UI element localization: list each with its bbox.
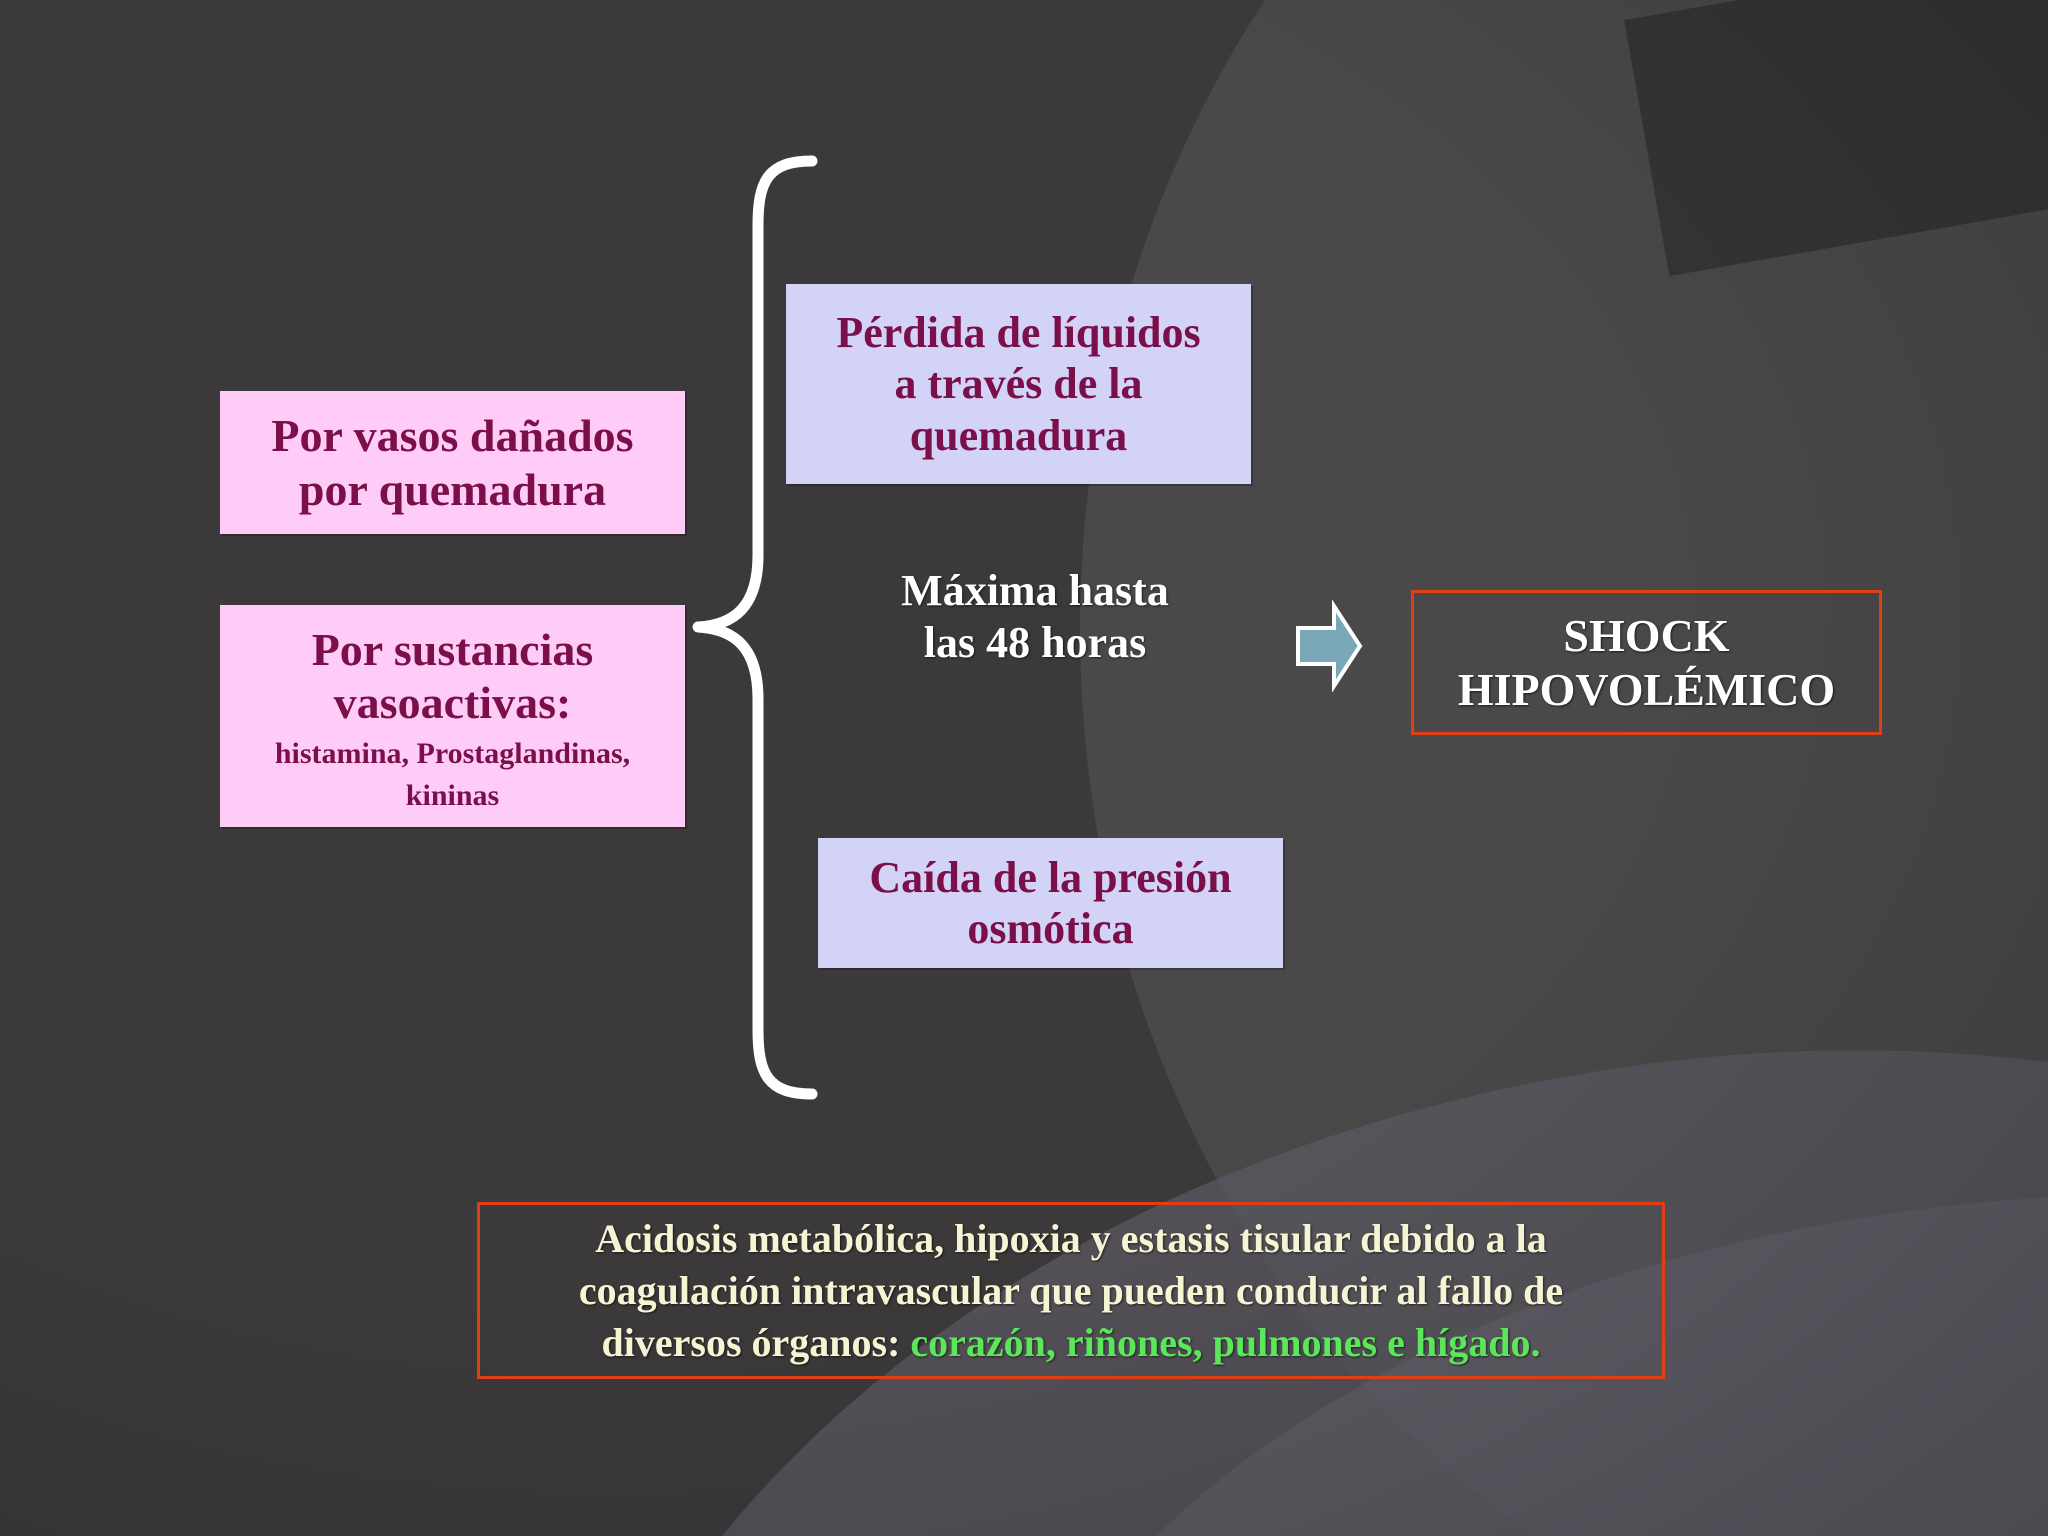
- cause-box-vasos-danados[interactable]: Por vasos dañados por quemadura: [220, 391, 685, 534]
- consequence-line3-prefix: diversos órganos:: [601, 1319, 911, 1365]
- mechanism-perdida-line2: a través de la: [894, 359, 1143, 409]
- mechanism-perdida-line1: Pérdida de líquidos: [836, 308, 1201, 358]
- background-swoosh-top: [1624, 0, 2048, 277]
- cause-vasos-line1: Por vasos dañados: [271, 410, 634, 462]
- timing-line2: las 48 horas: [923, 617, 1147, 667]
- mechanism-perdida-line3: quemadura: [909, 410, 1128, 460]
- mechanism-caida-line2: osmótica: [967, 904, 1134, 953]
- right-arrow-icon: [1296, 600, 1363, 692]
- outcome-line2: HIPOVOLÉMICO: [1457, 663, 1836, 715]
- cause-box-sustancias-vasoactivas[interactable]: Por sustancias vasoactivas: histamina, P…: [220, 605, 685, 827]
- cause-sustancias-line1: Por sustancias: [311, 624, 594, 675]
- consequence-line3: diversos órganos: corazón, riñones, pulm…: [602, 1317, 1541, 1369]
- consequence-line2: coagulación intravascular que pueden con…: [578, 1267, 1564, 1313]
- outcome-box-shock-hipovolemico[interactable]: SHOCK HIPOVOLÉMICO: [1411, 590, 1882, 735]
- timing-note-maxima-48-horas: Máxima hasta las 48 horas: [855, 565, 1215, 669]
- cause-sustancias-detail-line2: kininas: [405, 779, 500, 813]
- consequence-line3-organs: corazón, riñones, pulmones e hígado.: [910, 1319, 1541, 1365]
- cause-sustancias-line2: vasoactivas:: [333, 677, 572, 729]
- timing-line1: Máxima hasta: [901, 566, 1169, 615]
- mechanism-box-perdida-liquidos[interactable]: Pérdida de líquidos a través de la quema…: [786, 284, 1251, 484]
- mechanism-caida-line1: Caída de la presión: [869, 852, 1232, 902]
- cause-vasos-line2: por quemadura: [298, 463, 607, 515]
- left-curly-brace-icon: [692, 155, 818, 1100]
- consequence-line1: Acidosis metabólica, hipoxia y estasis t…: [595, 1215, 1547, 1261]
- consequence-box-acidosis[interactable]: Acidosis metabólica, hipoxia y estasis t…: [477, 1202, 1665, 1379]
- outcome-line1: SHOCK: [1563, 610, 1730, 662]
- cause-sustancias-detail-line1: histamina, Prostaglandinas,: [274, 736, 631, 770]
- mechanism-box-caida-presion-osmotica[interactable]: Caída de la presión osmótica: [818, 838, 1283, 968]
